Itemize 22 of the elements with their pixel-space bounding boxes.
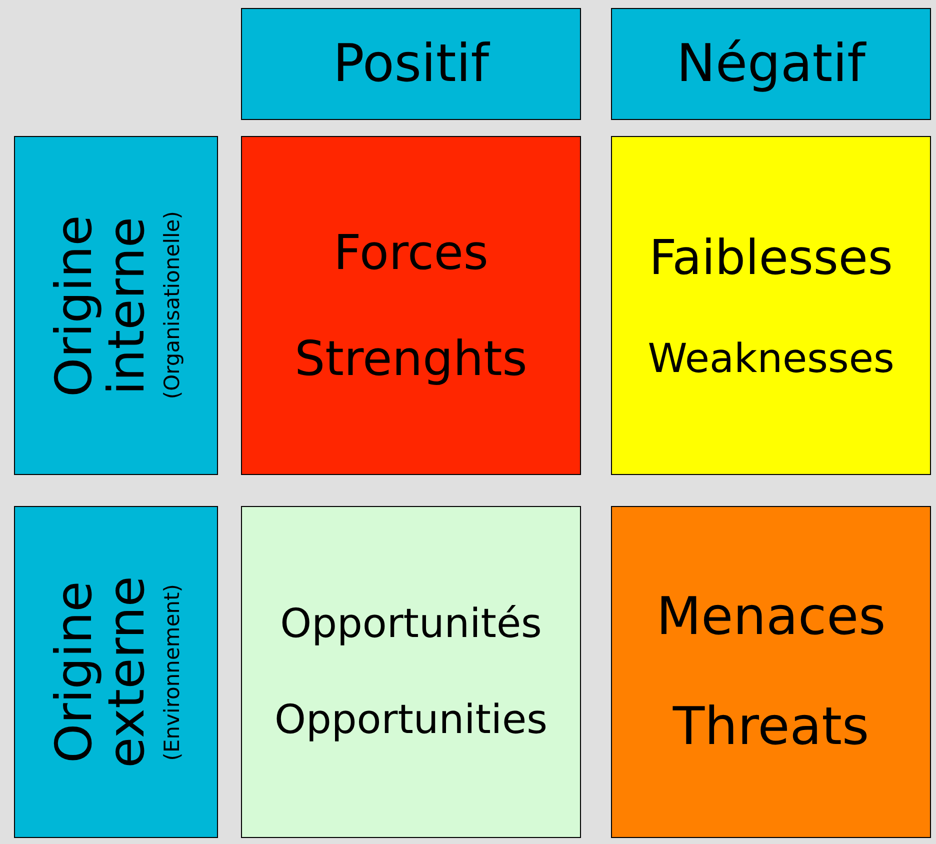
- header-box: [241, 8, 581, 120]
- column-header: Positif: [333, 34, 489, 94]
- quadrant-subtitle: Weaknesses: [648, 336, 894, 382]
- row-subheader: (Organisationelle): [161, 211, 184, 400]
- row-subheader: (Environnement): [161, 584, 184, 760]
- row-header-box: [14, 136, 218, 475]
- quadrant-box: [611, 506, 931, 838]
- quadrant-box: [611, 136, 931, 475]
- quadrant-title: Forces: [334, 224, 488, 280]
- row-header: Origine interne: [48, 214, 154, 398]
- row-header: Origine externe: [48, 575, 154, 770]
- quadrant-subtitle: Opportunities: [274, 697, 548, 743]
- quadrant-title: Faiblesses: [649, 230, 893, 286]
- header-box: [611, 8, 931, 120]
- quadrant-box: [241, 136, 581, 475]
- quadrant-title: Opportunités: [280, 601, 542, 647]
- column-header: Négatif: [676, 34, 866, 94]
- quadrant-subtitle: Strenghts: [294, 330, 528, 386]
- quadrant-box: [241, 506, 581, 838]
- row-header-box: [14, 506, 218, 838]
- quadrant-title: Menaces: [656, 587, 886, 647]
- quadrant-subtitle: Threats: [672, 697, 870, 757]
